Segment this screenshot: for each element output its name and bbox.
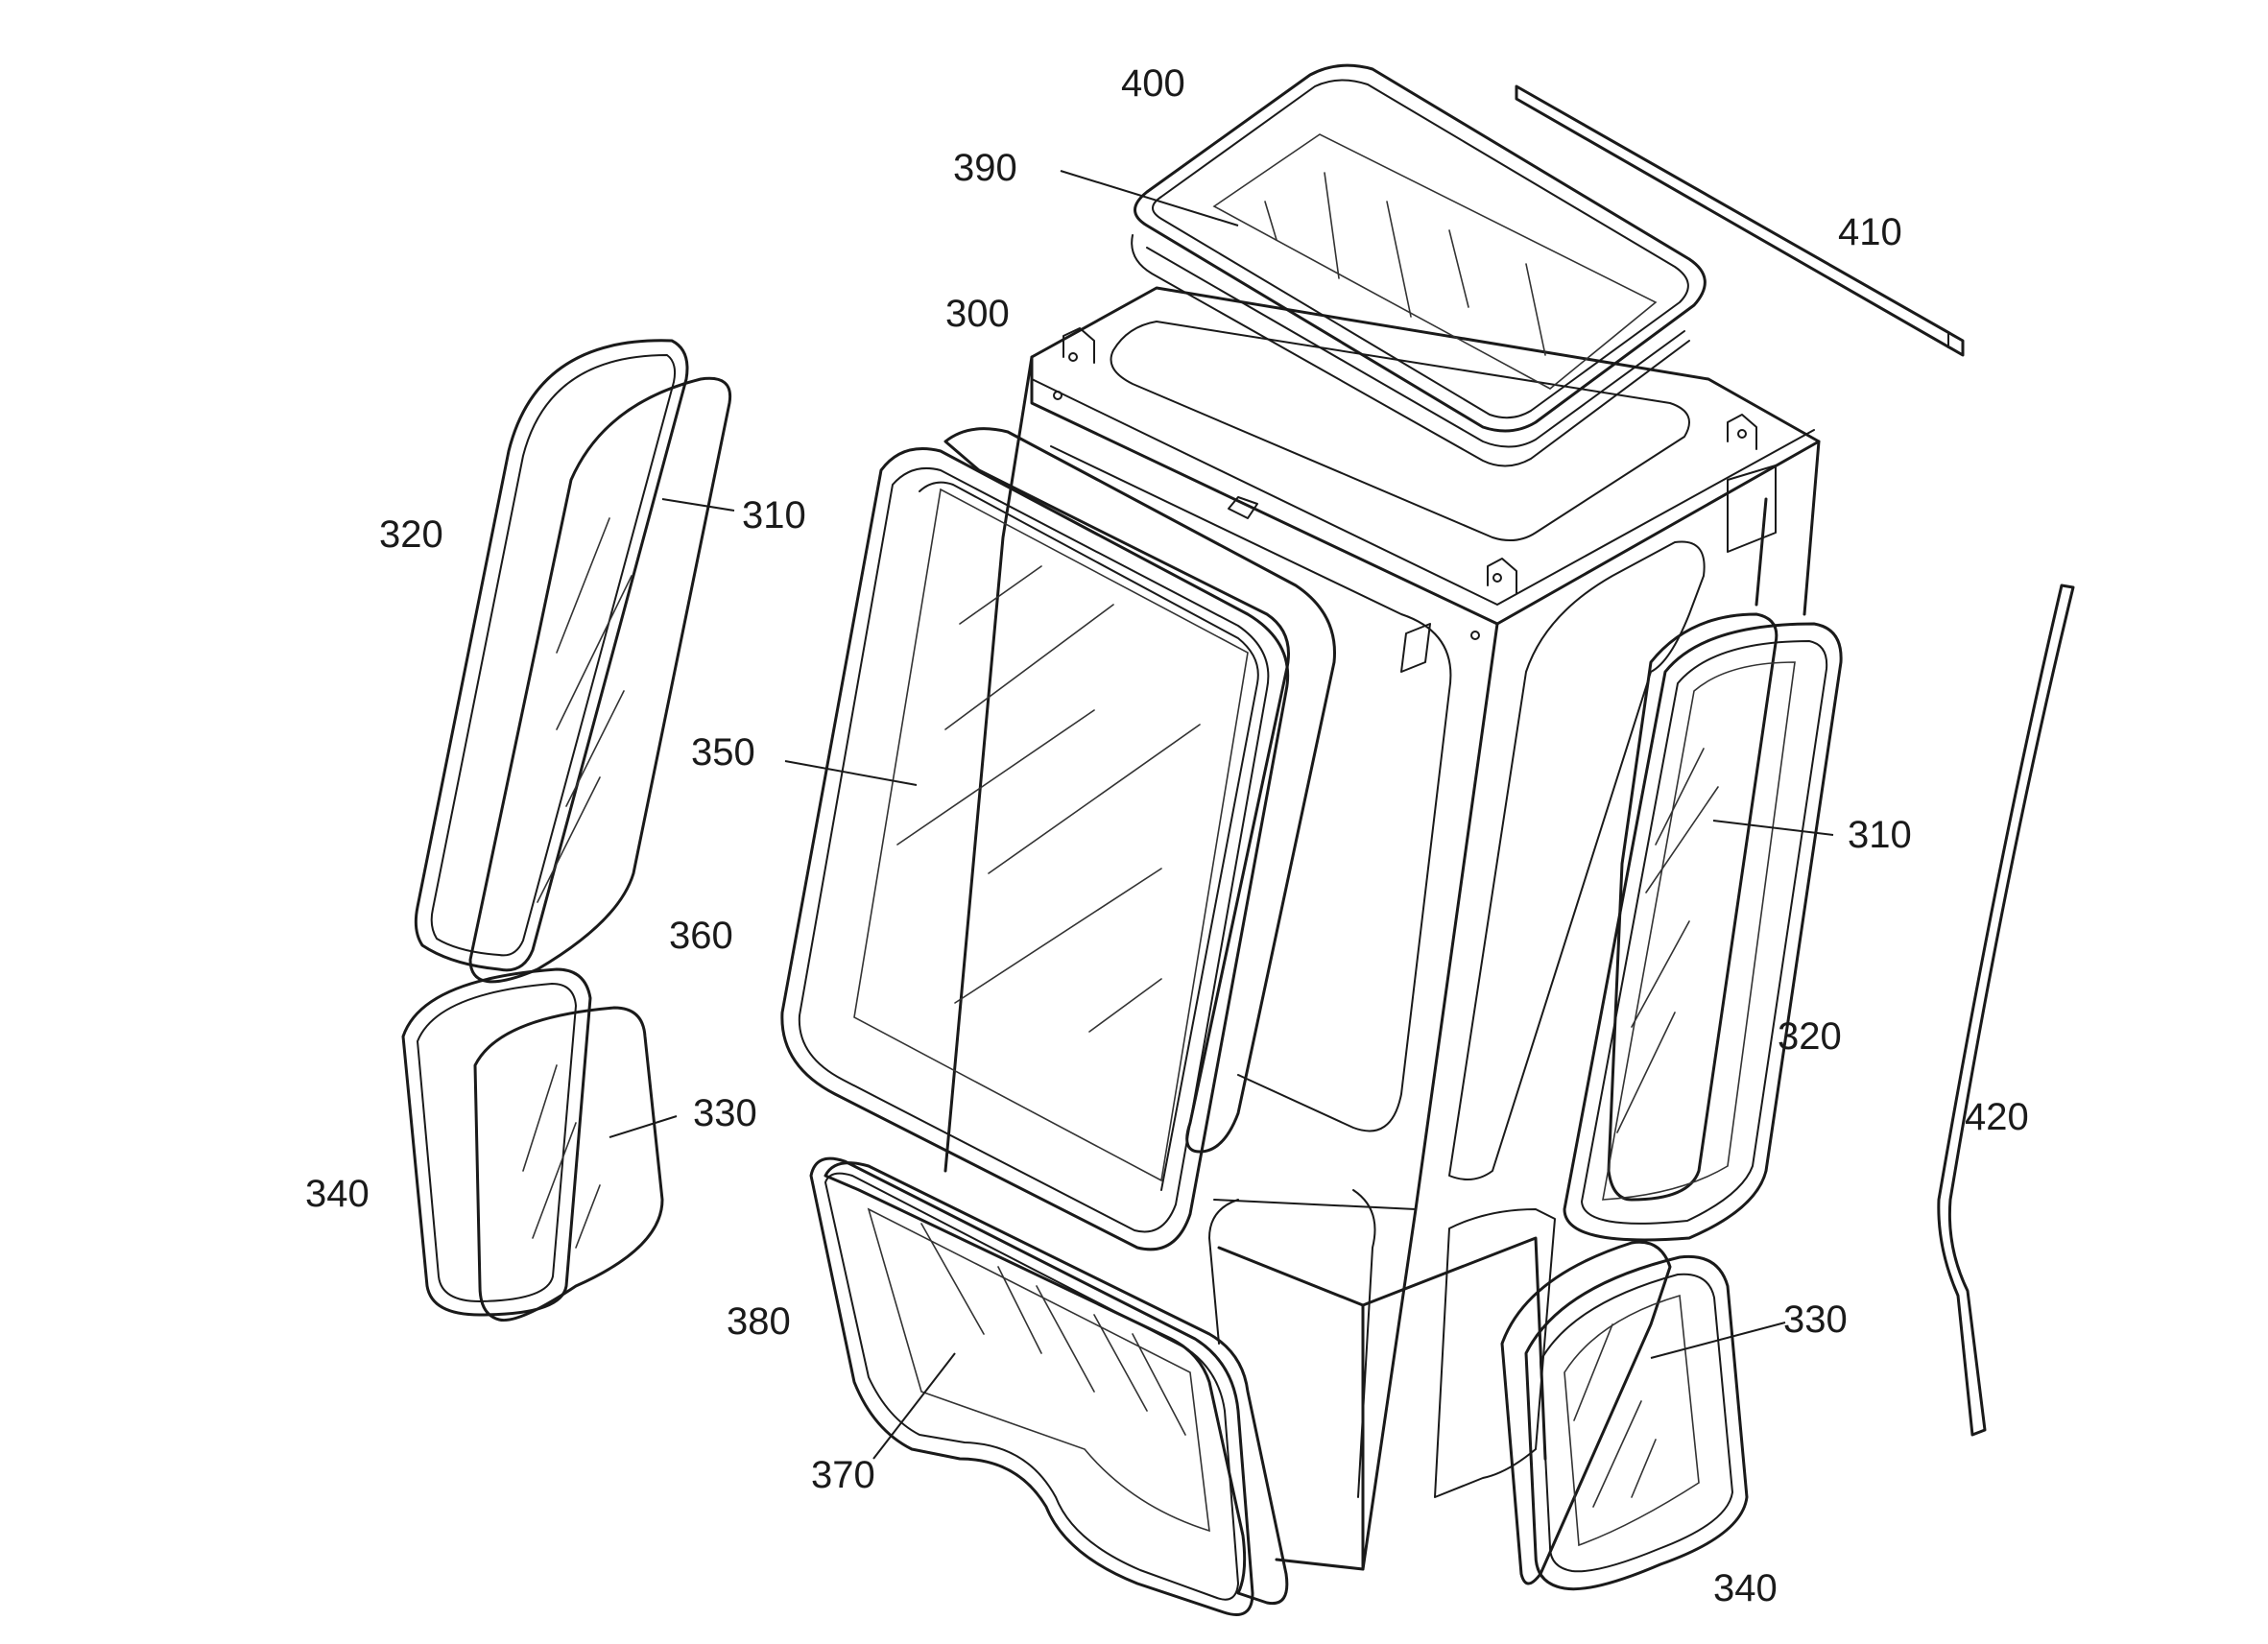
- label-300: 300: [945, 293, 1010, 335]
- vertical-strip-420: [1937, 584, 2075, 1437]
- label-310-left: 310: [742, 494, 806, 536]
- label-400: 400: [1121, 62, 1185, 105]
- front-glass-350: [780, 447, 1290, 1251]
- label-330-left: 330: [693, 1092, 757, 1134]
- front-seal-360: [943, 427, 1336, 1154]
- left-lower-glass-330: [473, 1006, 664, 1322]
- roof-seal-400: [1131, 63, 1707, 467]
- left-upper-seal-320: [414, 339, 689, 972]
- label-310-right: 310: [1848, 814, 1912, 856]
- left-lower-seal-340: [401, 967, 592, 1317]
- leader-lines: [609, 170, 1834, 1460]
- label-380: 380: [727, 1300, 791, 1343]
- right-lower-seal-340: [1500, 1240, 1672, 1585]
- label-320-left: 320: [379, 513, 443, 556]
- label-320-right: 320: [1778, 1015, 1842, 1058]
- reference-labels: 400 390 410 300 320 310 350 360 310 320 …: [305, 62, 2029, 1609]
- label-340-right: 340: [1713, 1567, 1778, 1609]
- roof-strip-410: [1515, 84, 1965, 357]
- lower-front-glass-370: [809, 1156, 1254, 1616]
- label-360: 360: [669, 915, 733, 957]
- lower-front-seal-380: [824, 1161, 1289, 1606]
- label-390: 390: [953, 147, 1017, 189]
- label-410: 410: [1838, 211, 1902, 253]
- roof-glass-390: [1212, 133, 1658, 390]
- left-upper-glass-310: [468, 376, 732, 984]
- label-330-right: 330: [1783, 1299, 1848, 1341]
- right-upper-seal-320: [1607, 612, 1779, 1202]
- cab-frame: [943, 286, 1821, 1571]
- label-420: 420: [1965, 1096, 2029, 1138]
- label-340-left: 340: [305, 1173, 370, 1215]
- label-370: 370: [811, 1454, 875, 1496]
- right-upper-glass-310: [1563, 622, 1843, 1242]
- right-lower-glass-330: [1524, 1254, 1749, 1591]
- label-350: 350: [691, 731, 755, 774]
